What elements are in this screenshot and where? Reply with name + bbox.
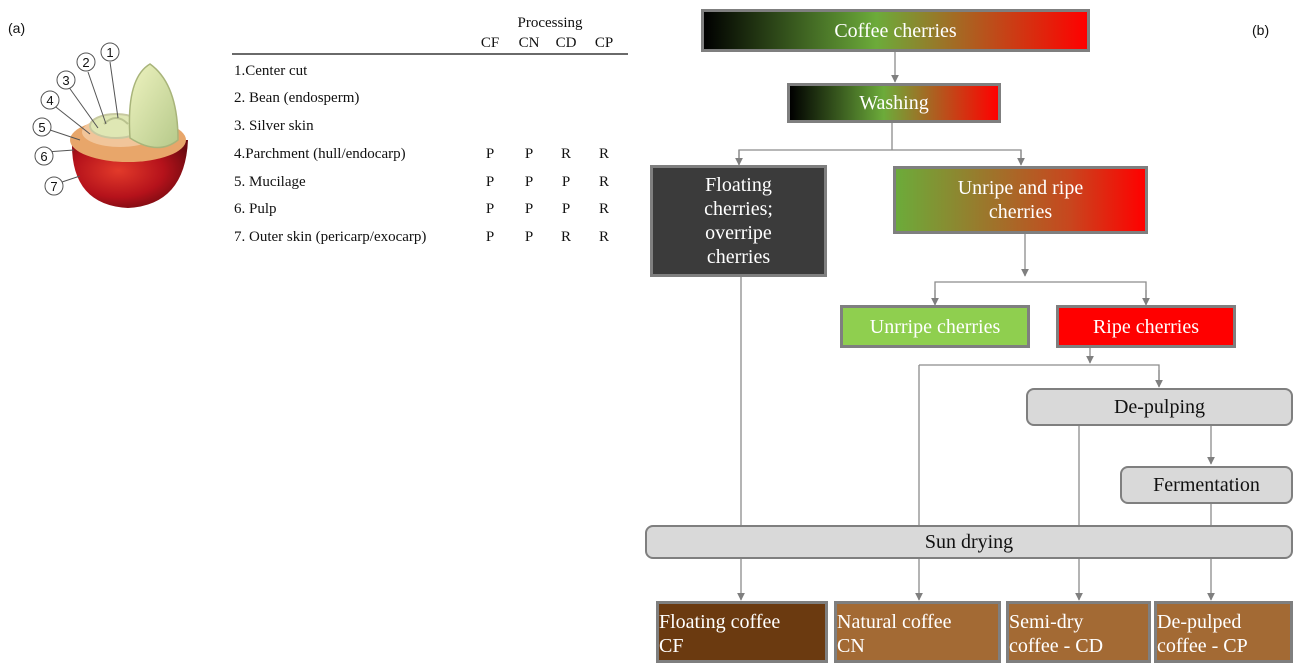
semi-dry-coffee-cd-box: Semi-dry coffee - CD bbox=[1006, 601, 1151, 663]
washing-label: Washing bbox=[859, 92, 929, 114]
floating-cherries-label-line: Floating bbox=[705, 174, 772, 196]
ripe-cherries-box: Ripe cherries bbox=[1056, 305, 1236, 348]
table-cell: P bbox=[486, 146, 494, 162]
table-cell: P bbox=[562, 201, 570, 217]
table-cell: R bbox=[561, 229, 571, 245]
fermentation-label: Fermentation bbox=[1153, 474, 1260, 496]
unripe-and-ripe-box: Unripe and ripe cherries bbox=[893, 166, 1148, 234]
floating-cherries-label-line: cherries bbox=[706, 246, 771, 268]
table-row-label: 5. Mucilage bbox=[234, 174, 306, 190]
de-pulped-coffee-label-line: De-pulped bbox=[1157, 611, 1242, 633]
unrripe-cherries-box: Unrripe cherries bbox=[840, 305, 1030, 348]
coffee-cherries-box: Coffee cherries bbox=[701, 9, 1090, 52]
unrripe-cherries-label: Unrripe cherries bbox=[869, 315, 1001, 338]
table-cell: R bbox=[599, 201, 609, 217]
table-row-label: 6. Pulp bbox=[234, 201, 277, 217]
table-cell: P bbox=[525, 146, 533, 162]
part-number-5: 5 bbox=[38, 120, 45, 135]
part-number-1: 1 bbox=[106, 45, 113, 60]
semi-dry-coffee-label-line: Semi-dry bbox=[1009, 611, 1084, 633]
panel-a-label: (a) bbox=[8, 20, 26, 36]
floating-cherries-box: Floating cherries; overripe cherries bbox=[650, 165, 827, 277]
part-number-3: 3 bbox=[62, 73, 69, 88]
column-header-cn: CN bbox=[519, 35, 540, 51]
center-cut bbox=[103, 117, 129, 125]
column-header-cf: CF bbox=[481, 35, 499, 51]
table-group-header: Processing bbox=[518, 15, 583, 31]
table-row-label: 7. Outer skin (pericarp/exocarp) bbox=[234, 229, 426, 245]
table-cell: P bbox=[525, 229, 533, 245]
natural-coffee-label-line: Natural coffee bbox=[837, 611, 952, 633]
table-row-label: 3. Silver skin bbox=[234, 118, 314, 134]
fermentation-box: Fermentation bbox=[1120, 466, 1293, 504]
table-cell: R bbox=[599, 146, 609, 162]
table-cell: P bbox=[562, 174, 570, 190]
bean-half bbox=[128, 63, 179, 149]
floating-coffee-label-line: Floating coffee bbox=[659, 611, 781, 633]
sun-drying-box: Sun drying bbox=[645, 525, 1293, 559]
natural-coffee-label-line: CN bbox=[837, 635, 865, 657]
de-pulped-coffee-label-line: coffee - CP bbox=[1157, 635, 1248, 657]
column-header-cd: CD bbox=[556, 35, 577, 51]
part-number-6: 6 bbox=[40, 149, 47, 164]
table-cell: P bbox=[486, 201, 494, 217]
floating-cherries-label-line: overripe bbox=[705, 222, 772, 244]
part-number-2: 2 bbox=[82, 55, 89, 70]
table-row-label: 2. Bean (endosperm) bbox=[234, 90, 359, 106]
panel-b-label: (b) bbox=[1252, 22, 1270, 38]
floating-cherries-label-line: cherries; bbox=[704, 198, 773, 220]
sun-drying-label: Sun drying bbox=[924, 531, 1014, 553]
unripe-and-ripe-label-line: cherries bbox=[988, 201, 1053, 223]
table-row-label: 1.Center cut bbox=[234, 63, 308, 79]
ripe-cherries-label: Ripe cherries bbox=[1092, 315, 1200, 338]
de-pulping-label: De-pulping bbox=[1113, 396, 1206, 418]
table-cell: P bbox=[525, 174, 533, 190]
table-cell: P bbox=[486, 174, 494, 190]
washing-box: Washing bbox=[787, 83, 1001, 123]
floating-coffee-label-line: CF bbox=[659, 635, 684, 657]
table-cell: R bbox=[599, 174, 609, 190]
floating-coffee-cf-box: Floating coffee CF bbox=[656, 601, 828, 663]
table-cell: P bbox=[525, 201, 533, 217]
unripe-and-ripe-label-line: Unripe and ripe bbox=[957, 177, 1084, 199]
de-pulped-coffee-cp-box: De-pulped coffee - CP bbox=[1154, 601, 1293, 663]
table-cell: P bbox=[486, 229, 494, 245]
part-number-4: 4 bbox=[46, 93, 53, 108]
table-row-label: 4.Parchment (hull/endocarp) bbox=[234, 146, 406, 162]
coffee-cherries-label: Coffee cherries bbox=[834, 19, 957, 42]
coffee-cherry-illustration: 1 2 3 4 5 6 7 bbox=[32, 42, 188, 208]
part-number-7: 7 bbox=[50, 179, 57, 194]
table-cell: R bbox=[561, 146, 571, 162]
column-header-cp: CP bbox=[595, 35, 613, 51]
de-pulping-box: De-pulping bbox=[1026, 388, 1293, 426]
semi-dry-coffee-label-line: coffee - CD bbox=[1009, 635, 1104, 657]
natural-coffee-cn-box: Natural coffee CN bbox=[834, 601, 1001, 663]
table-cell: R bbox=[599, 229, 609, 245]
processing-table: Processing CF CN CD CP 1.Center cut 2. B… bbox=[232, 15, 628, 245]
